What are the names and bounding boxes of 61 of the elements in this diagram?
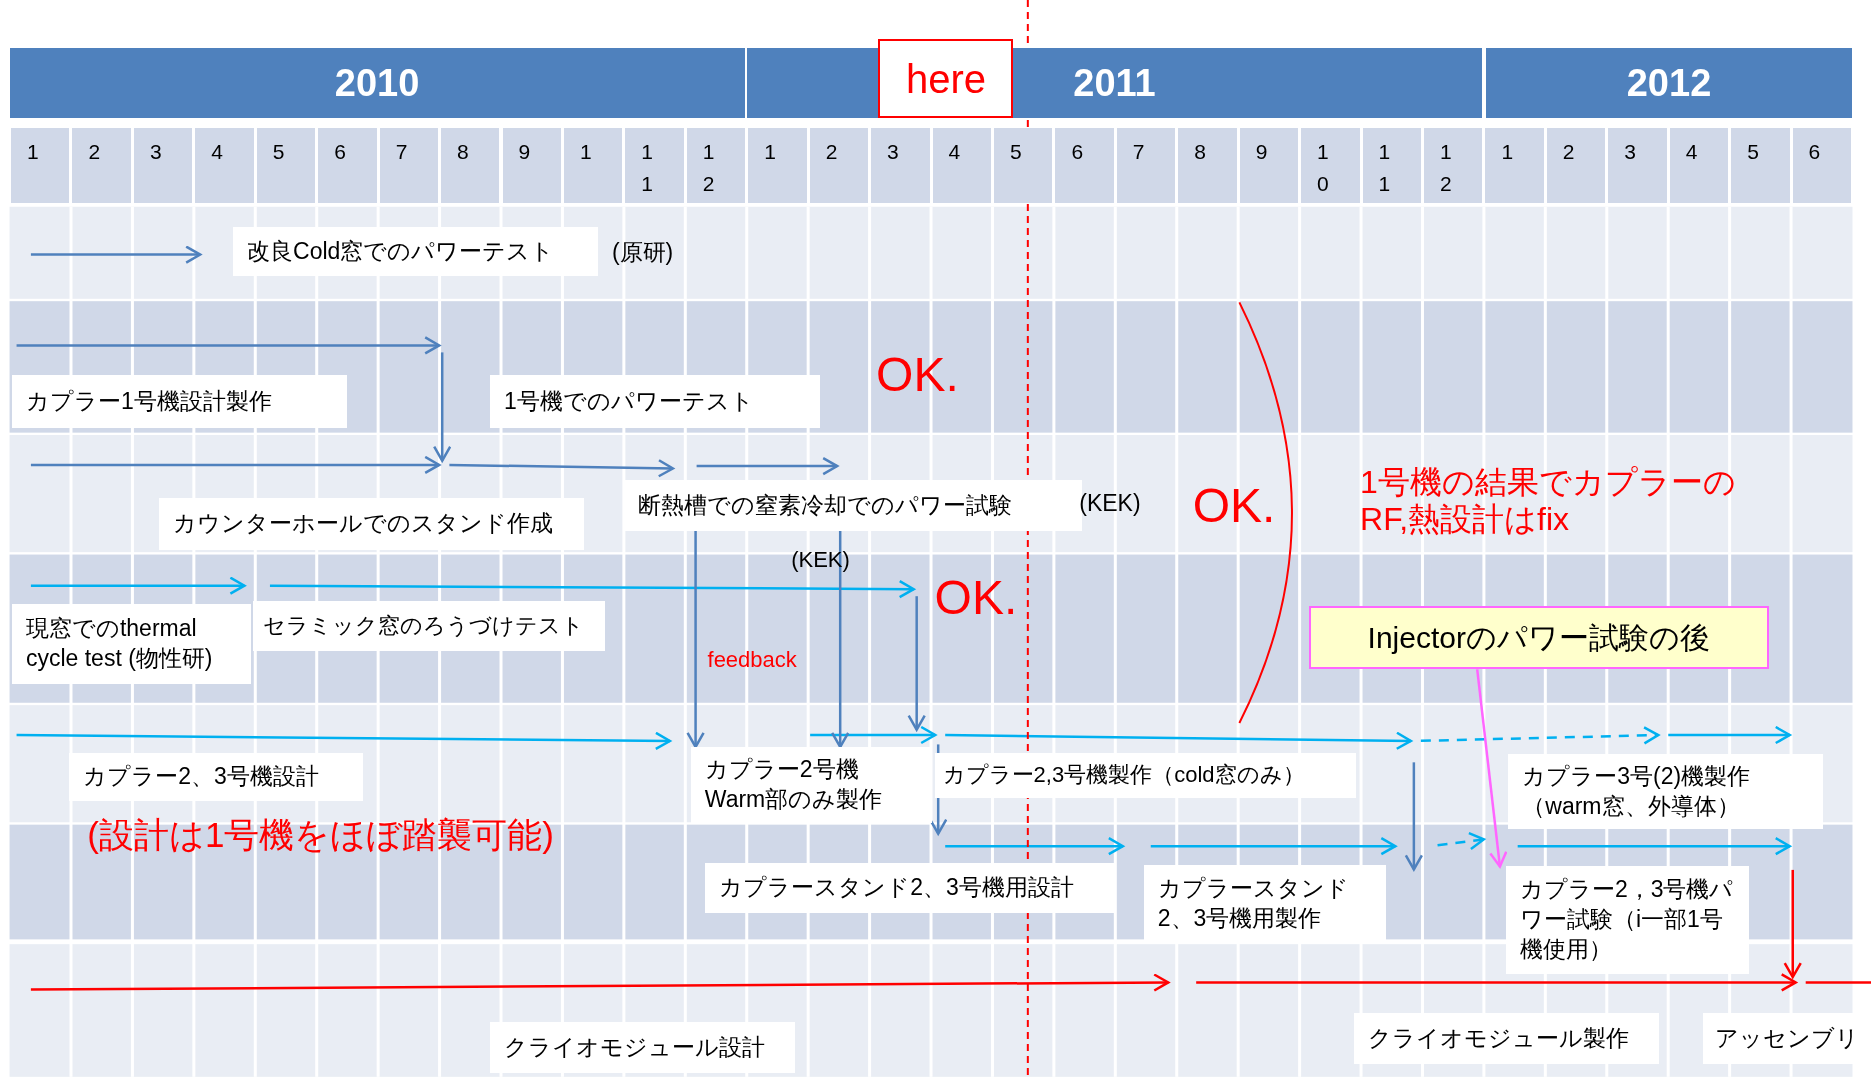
task-label: 1号機でのパワーテスト [490, 375, 820, 428]
task-label: カプラー3号(2)機製作（warm窓、外導体） [1508, 754, 1823, 830]
month-cell: 9 [1239, 127, 1299, 204]
month-cell: 3 [133, 127, 193, 204]
task-label: カプラー2,3号機製作（cold窓のみ） [934, 752, 1357, 799]
here-marker: here [878, 39, 1014, 119]
month-cell: 5 [1731, 127, 1790, 204]
task-label: 改良Cold窓でのパワーテスト [233, 227, 598, 277]
year-header: 2012 [1485, 47, 1853, 119]
task-label: クライオモジュール製作 [1354, 1013, 1659, 1064]
annotation-text: (設計は1号機をほぼ踏襲可能) [87, 813, 554, 856]
leader-arrow [686, 530, 705, 749]
month-cell: 2 [809, 127, 869, 204]
task-label: カプラー2、3号機設計 [69, 752, 364, 801]
month-cell: 6 [318, 127, 377, 204]
month-cell: 6 [1055, 127, 1114, 204]
month-cell: 1 1 [625, 127, 684, 204]
task-label: クライオモジュール設計 [490, 1021, 795, 1074]
status-text: OK. [934, 570, 1018, 626]
leader-arrow [449, 459, 675, 478]
note-text: (KEK) [1079, 490, 1141, 517]
callout-box: Injectorのパワー試験の後 [1308, 605, 1769, 670]
month-cell: 9 [502, 127, 561, 204]
month-cell: 6 [1792, 127, 1851, 204]
month-cell: 1 [1485, 127, 1544, 204]
month-cell: 2 [72, 127, 131, 204]
task-label: セラミック窓のろうづけテスト [253, 601, 605, 652]
task-label: カプラー2，3号機パワー試験（i一部1号機使用） [1505, 866, 1749, 975]
month-cell: 1 [11, 127, 70, 204]
month-cell: 4 [195, 127, 254, 204]
year-header: 2010 [9, 47, 745, 119]
task-label: カプラースタンド2、3号機用製作 [1143, 865, 1387, 942]
month-cell: 4 [1669, 127, 1729, 204]
task-label: カプラー1号機設計製作 [11, 375, 347, 428]
task-label: カプラースタンド2、3号機用設計 [705, 862, 1114, 914]
month-cell: 7 [1116, 127, 1176, 204]
note-text: feedback [707, 646, 797, 673]
annotation-text: 1号機の結果でカプラーのRF,熱設計はfix [1360, 463, 1737, 540]
month-cell: 5 [993, 127, 1053, 204]
task-label: カウンターホールでのスタンド作成 [158, 498, 585, 550]
month-cell: 1 [748, 127, 807, 204]
month-cell: 8 [441, 127, 500, 204]
month-cell: 1 2 [1423, 127, 1483, 204]
status-text: OK. [1192, 478, 1276, 534]
month-cell: 2 [1546, 127, 1606, 204]
month-cell: 8 [1178, 127, 1237, 204]
month-cell: 1 [563, 127, 623, 204]
leader-arrow [1475, 669, 1508, 868]
status-text: OK. [876, 346, 959, 402]
note-text: (原研) [611, 237, 674, 267]
month-cell: 3 [1608, 127, 1667, 204]
leader-arrow [830, 530, 850, 749]
month-cell: 4 [932, 127, 991, 204]
task-label: 現窓でのthermal cycle test (物性研) [11, 603, 251, 684]
month-cell: 3 [871, 127, 930, 204]
task-label: カプラー2号機Warm部のみ製作 [690, 746, 933, 824]
month-cell: 7 [379, 127, 439, 204]
month-cell: 5 [256, 127, 316, 204]
month-cell: 1 0 [1301, 127, 1360, 204]
month-cell: 1 1 [1362, 127, 1421, 204]
month-cell: 1 2 [686, 127, 746, 204]
